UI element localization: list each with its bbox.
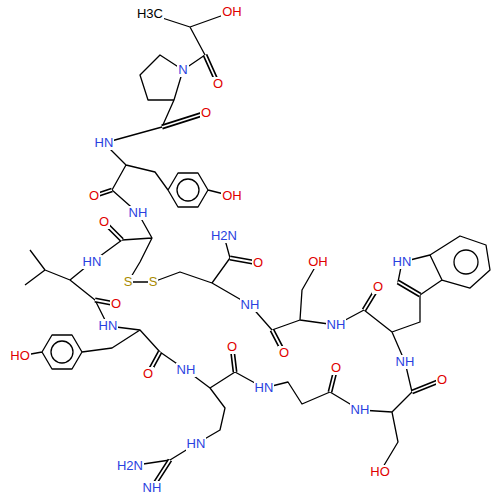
- atom-label: N: [177, 63, 188, 77]
- atom-label: NH: [395, 355, 416, 369]
- atom-label: NH: [142, 481, 163, 495]
- atom-label: O: [226, 340, 238, 354]
- atom-label: HN: [186, 437, 207, 451]
- atom-label: OH: [221, 189, 243, 203]
- atom-label: HN: [94, 136, 115, 150]
- atom-label: NH: [350, 403, 371, 417]
- atom-label: O: [212, 77, 224, 91]
- atom-label: NH: [240, 298, 261, 312]
- atom-label: HN: [98, 319, 119, 333]
- atom-label: O: [278, 346, 290, 360]
- atom-label: S: [123, 275, 134, 289]
- atom-label: OH: [307, 255, 329, 269]
- atom-label: O: [98, 215, 110, 229]
- aromatic-ring: [177, 179, 199, 201]
- atom-label: S: [148, 275, 159, 289]
- double-bond-gap: [94, 55, 442, 488]
- aromatic-ring: [51, 341, 73, 363]
- atom-label: HO: [9, 349, 31, 363]
- atom-label: O: [110, 297, 122, 311]
- atom-label: NH: [326, 318, 347, 332]
- atom-label: NH: [128, 206, 149, 220]
- atom-label: H2N: [210, 229, 238, 243]
- double-bonds: [94, 55, 442, 488]
- atom-label: OH: [221, 5, 243, 19]
- atom-label: HN: [82, 255, 103, 269]
- atom-label: O: [436, 373, 448, 387]
- atom-label: O: [200, 106, 212, 120]
- atom-label: HO: [369, 465, 391, 479]
- atom-label: O: [330, 361, 342, 375]
- single-bonds: [20, 12, 490, 472]
- atom-label: H2N: [116, 459, 144, 473]
- atom-label: O: [252, 256, 264, 270]
- atom-label: O: [88, 189, 100, 203]
- atom-label: O: [372, 280, 384, 294]
- aromatic-ring: [454, 250, 478, 274]
- atom-label: NH: [176, 363, 197, 377]
- atom-label: H3C: [136, 7, 164, 21]
- atom-label: HN: [254, 381, 275, 395]
- atom-label: O: [142, 367, 154, 381]
- atom-label: HN: [392, 255, 413, 269]
